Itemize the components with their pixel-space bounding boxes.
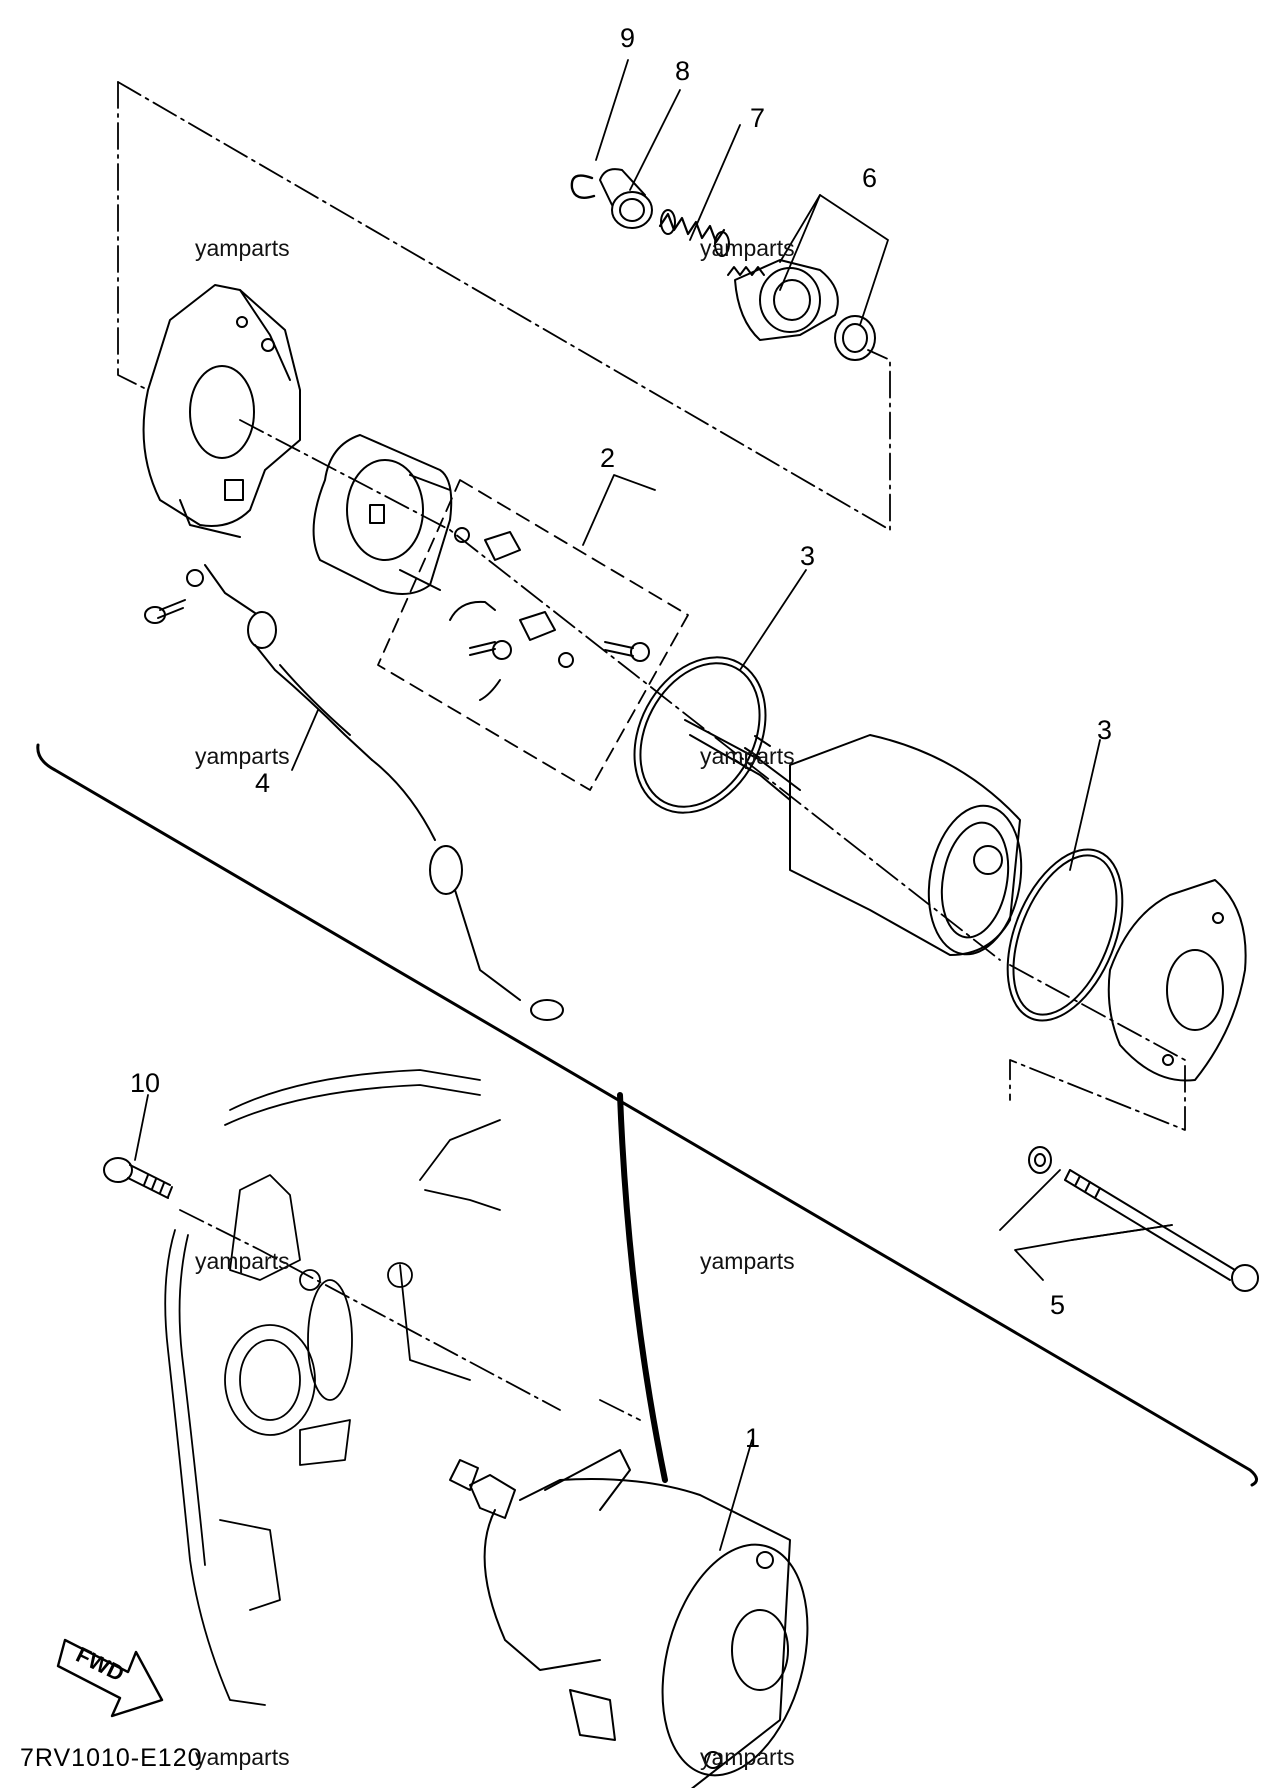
screw [604,641,650,662]
screw [469,640,512,660]
callout-4: 4 [255,768,271,798]
starter-motor-part1 [449,1449,809,1788]
diagram-code: 7RV1010-E120 [20,1744,203,1772]
assembly-lines [117,81,1186,1421]
rear-cover [1107,879,1247,1082]
callout-3a: 3 [800,541,816,571]
callout-3b: 3 [1097,715,1113,745]
brush-set [449,527,650,701]
watermark: yamparts [195,1248,290,1274]
circlip-part9 [570,174,596,199]
callout-6: 6 [862,163,878,193]
lead-wire-part4 [144,564,564,1021]
callout-5: 5 [1050,1290,1066,1320]
watermark: yamparts [195,235,290,261]
panel-outline [36,743,1258,1487]
armature-yoke [684,719,1023,956]
watermark: yamparts [700,1744,795,1770]
watermark: yamparts [195,1744,290,1770]
callout-2: 2 [600,443,616,473]
watermark: yamparts [700,235,795,261]
bush-part8 [599,168,653,229]
watermark: yamparts [195,743,290,769]
o-ring-part3-left [633,656,767,814]
watermark: yamparts [700,1248,795,1274]
callout-8: 8 [675,56,691,86]
fwd-arrow-icon: FWD [56,1638,164,1718]
watermark: yamparts [700,743,795,769]
mounting-bolt-part10 [103,1157,173,1199]
callout-10: 10 [130,1068,161,1098]
front-cover-housing [142,284,301,538]
spring-part7 [658,209,730,257]
through-bolt-part5 [1028,1146,1259,1292]
starter-clutch-part6 [727,259,876,361]
o-ring-part3-right [1006,848,1124,1022]
fwd-label: FWD [72,1642,128,1686]
brush-holder-group-box [377,479,689,791]
crankcase-section [164,1069,501,1706]
leader-lines [134,59,1173,1551]
brush-holder-plate [312,434,453,595]
callout-7: 7 [750,103,766,133]
callout-9: 9 [620,23,636,53]
callout-1: 1 [745,1423,761,1453]
